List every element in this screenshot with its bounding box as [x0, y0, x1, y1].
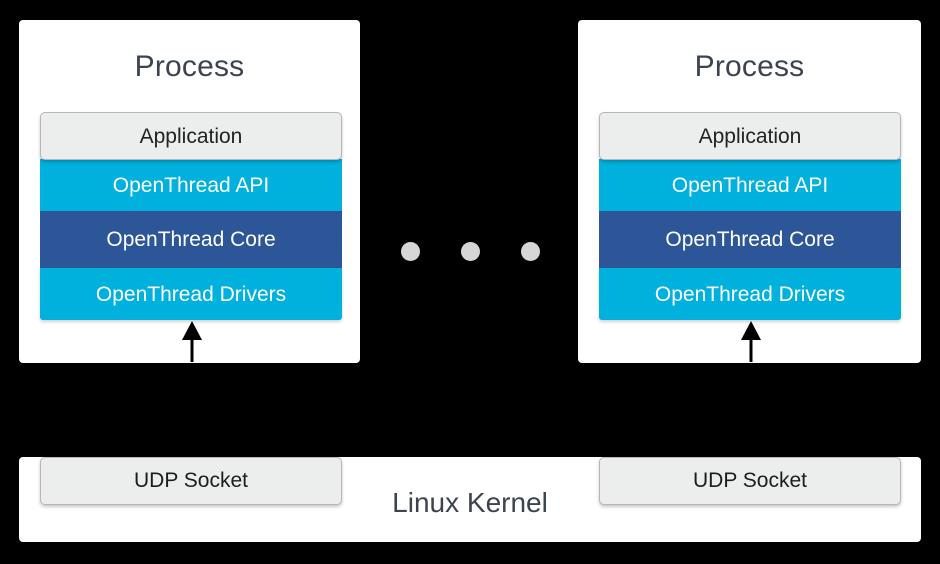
layer-openthread-core-2: OpenThread Core: [599, 211, 901, 268]
layer-application-1: Application: [40, 112, 342, 160]
ellipsis-dot-1: [401, 242, 420, 261]
linux-kernel-label: Linux Kernel: [392, 487, 548, 518]
layer-openthread-api-1: OpenThread API: [40, 159, 342, 211]
upward-arrow-1: [176, 318, 208, 366]
ellipsis-dot-3: [521, 242, 540, 261]
upward-arrow-2: [735, 318, 767, 366]
process-title-2: Process: [694, 50, 805, 83]
layer-application-2: Application: [599, 112, 901, 160]
layer-openthread-core-1: OpenThread Core: [40, 211, 342, 268]
ellipsis-dot-2: [461, 242, 480, 261]
udp-socket-box-1: UDP Socket: [40, 457, 342, 505]
layer-openthread-drivers-2: OpenThread Drivers: [599, 268, 901, 320]
process-title-1: Process: [134, 50, 245, 83]
layer-openthread-drivers-1: OpenThread Drivers: [40, 268, 342, 320]
layer-openthread-api-2: OpenThread API: [599, 159, 901, 211]
udp-socket-box-2: UDP Socket: [599, 457, 901, 505]
